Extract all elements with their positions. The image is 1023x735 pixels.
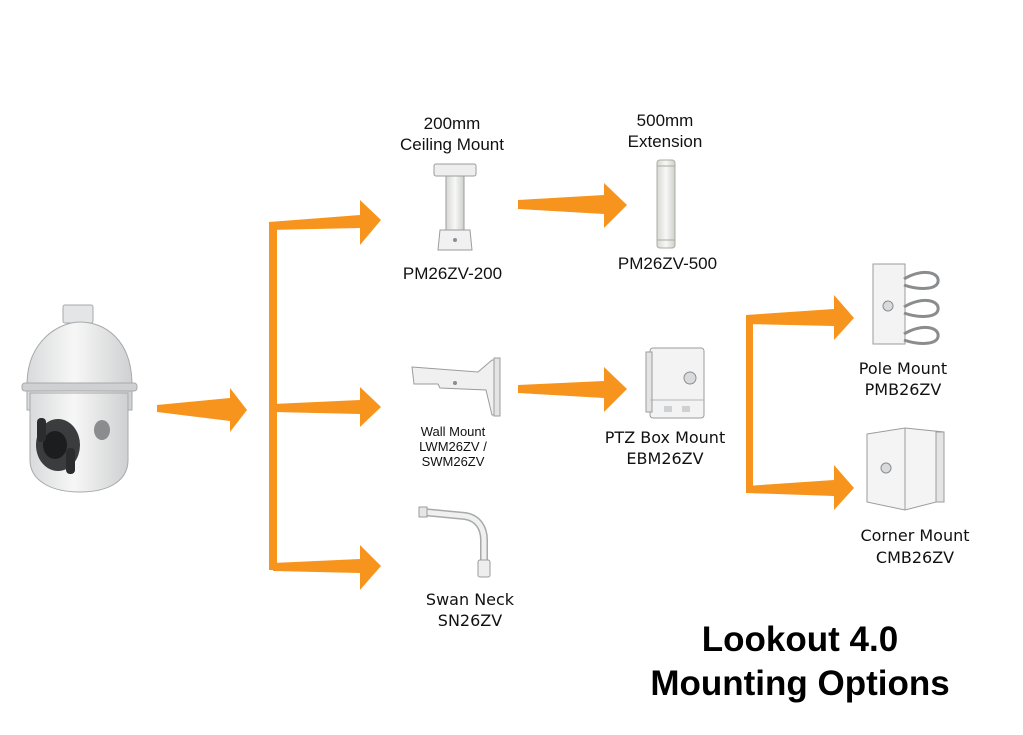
swan-neck-name: Swan Neck — [425, 590, 515, 609]
extension-size: 500mm — [636, 111, 694, 130]
arrow-to-corner-mount — [746, 465, 854, 510]
swan-neck-label: Swan Neck SN26ZV — [410, 589, 530, 631]
arrow-camera — [157, 388, 247, 432]
box-mount-image — [645, 347, 705, 419]
extension-title: 500mm Extension — [595, 110, 735, 152]
extension-tube-image — [656, 159, 676, 249]
corner-mount-model: CMB26ZV — [875, 548, 955, 567]
box-mount-model: EBM26ZV — [626, 449, 704, 468]
ceiling-mount-size: 200mm — [423, 114, 481, 133]
pole-mount-model: PMB26ZV — [864, 380, 942, 399]
arrow-to-pole-mount — [746, 295, 854, 340]
arrow-to-ceiling-mount — [269, 200, 381, 245]
ceiling-mount-model: PM26ZV-200 — [402, 264, 503, 283]
title-line-2: Mounting Options — [650, 664, 950, 703]
swan-neck-model: SN26ZV — [437, 611, 503, 630]
arrow-to-box-mount — [518, 367, 627, 412]
pole-mount-name: Pole Mount — [858, 359, 948, 378]
arrow-to-swan-neck — [273, 545, 381, 590]
swan-neck-image — [418, 506, 491, 578]
extension-name: Extension — [627, 132, 703, 151]
box-mount-name: PTZ Box Mount — [604, 428, 726, 447]
pole-mount-label: Pole Mount PMB26ZV — [838, 358, 968, 400]
wall-mount-label: Wall Mount LWM26ZV / SWM26ZV — [393, 424, 513, 469]
pole-mount-image — [872, 263, 940, 345]
wall-mount-image — [411, 357, 501, 417]
corner-mount-label: Corner Mount CMB26ZV — [840, 525, 990, 569]
corner-mount-name: Corner Mount — [860, 526, 970, 545]
extension-model: PM26ZV-500 — [617, 254, 718, 273]
wall-mount-name: Wall Mount — [420, 424, 486, 439]
ceiling-mount-title: 200mm Ceiling Mount — [372, 113, 532, 155]
ceiling-mount-name: Ceiling Mount — [400, 135, 504, 154]
title-line-1: Lookout 4.0 — [701, 620, 899, 659]
ptz-dome-camera-icon — [21, 304, 138, 493]
arrow-trunk-right — [746, 318, 753, 490]
arrow-trunk — [269, 223, 277, 570]
box-mount-label: PTZ Box Mount EBM26ZV — [590, 427, 740, 469]
wall-mount-model-1: LWM26ZV / — [419, 439, 487, 454]
page-title: Lookout 4.0 Mounting Options — [620, 618, 980, 706]
arrow-to-extension — [518, 183, 627, 228]
arrow-to-wall-mount — [273, 387, 381, 427]
corner-mount-image — [866, 427, 945, 511]
wall-mount-model-2: SWM26ZV — [421, 454, 485, 469]
ceiling-mount-image — [433, 163, 477, 251]
